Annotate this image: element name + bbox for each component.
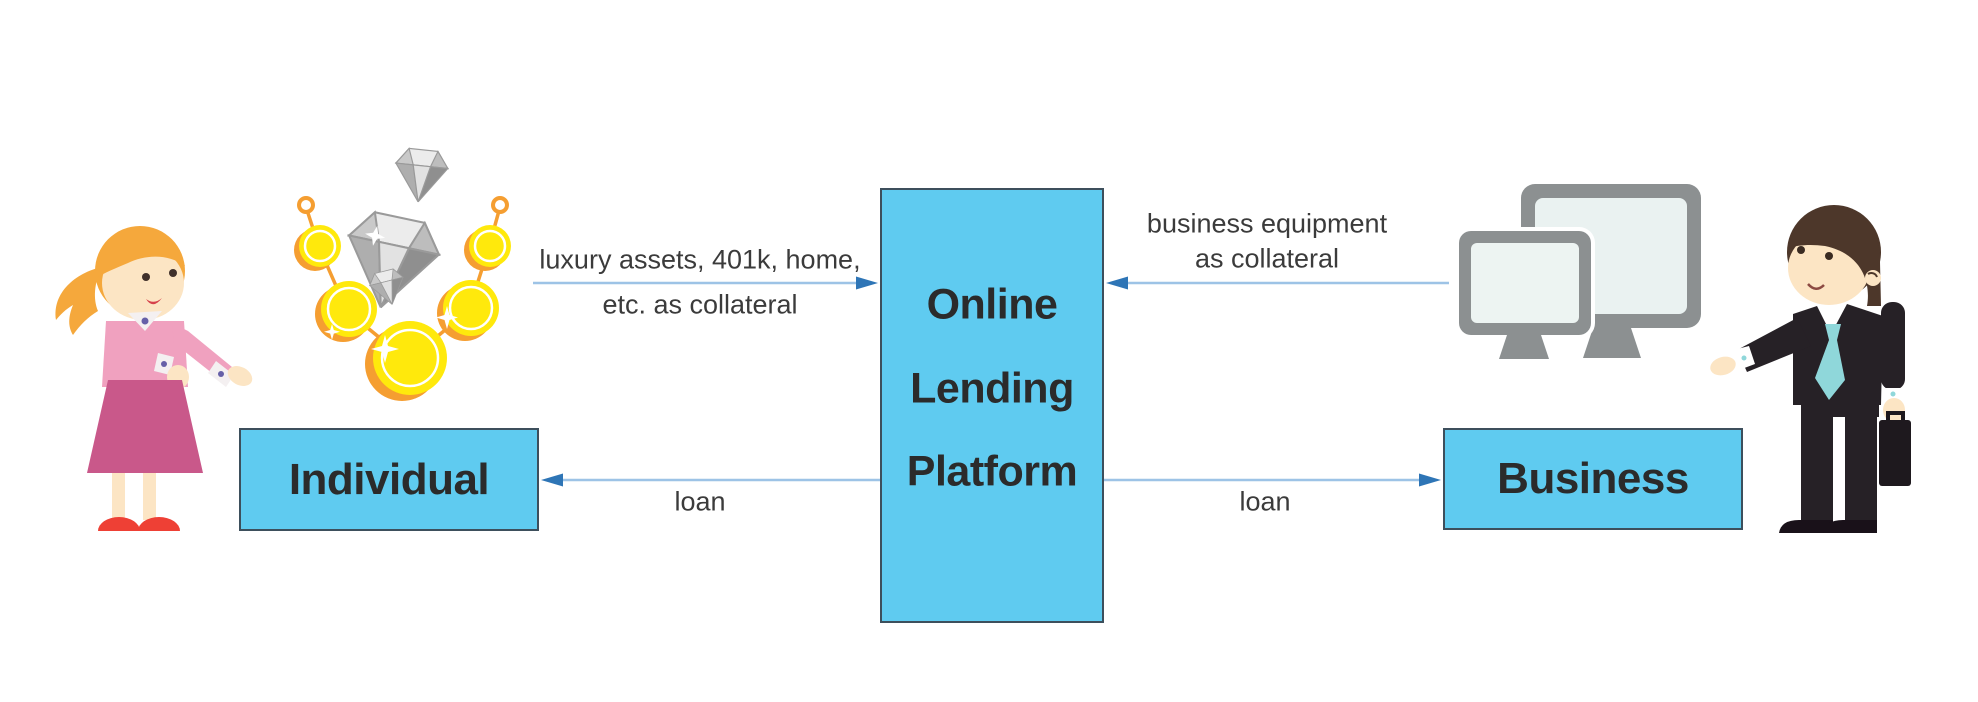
woman-illustration	[55, 226, 253, 531]
woman-eye-left	[142, 273, 150, 281]
node-platform-line3: Platform	[906, 447, 1078, 496]
computer-monitors-icon	[1455, 184, 1701, 359]
woman-mouth	[146, 298, 162, 305]
edge-label-business-collateral-line1: business equipment	[1146, 208, 1388, 239]
man-head	[1787, 205, 1881, 306]
woman-legs	[98, 473, 180, 531]
man-body	[1710, 302, 1905, 422]
edge-label-loan-to-business: loan	[1239, 486, 1291, 517]
node-platform-line1: Online	[926, 280, 1058, 329]
edge-label-business-collateral-line2: as collateral	[1194, 243, 1340, 274]
woman-shoe-left	[98, 517, 140, 531]
woman-head	[95, 226, 185, 320]
node-business-label: Business	[1497, 454, 1689, 503]
loan-arrow-platform-to-individual	[541, 473, 880, 487]
woman-shoe-right	[138, 517, 180, 531]
woman-body	[102, 311, 253, 389]
man-shoe-right	[1823, 520, 1877, 533]
woman-ponytail	[55, 267, 102, 335]
man-eye-left	[1797, 246, 1805, 254]
man-legs	[1779, 403, 1879, 533]
node-individual: Individual	[239, 428, 539, 531]
diamonds	[346, 147, 450, 309]
necklace-coins	[294, 225, 511, 401]
collateral-arrow-individual-to-platform	[533, 276, 878, 290]
node-platform-line2: Lending	[910, 364, 1074, 413]
edge-label-individual-collateral-line2: etc. as collateral	[602, 289, 798, 320]
man-shoe-left	[1779, 520, 1833, 533]
collateral-arrow-business-to-platform	[1106, 276, 1449, 290]
node-platform: Online Lending Platform	[880, 188, 1104, 623]
loan-arrow-platform-to-business	[1104, 473, 1441, 487]
man-eye-right	[1825, 252, 1833, 260]
man-mouth	[1807, 283, 1825, 290]
monitor-small	[1455, 227, 1595, 359]
woman-eye-right	[169, 269, 177, 277]
node-individual-label: Individual	[288, 454, 490, 504]
woman-skirt	[87, 380, 203, 473]
edge-label-loan-to-individual: loan	[674, 486, 726, 517]
jewelry-coins-diamonds-icon	[294, 147, 511, 401]
edge-label-individual-collateral-line1: luxury assets, 401k, home,	[539, 244, 861, 275]
man-briefcase	[1879, 411, 1911, 486]
node-business: Business	[1443, 428, 1743, 530]
businessman-illustration	[1710, 205, 1911, 533]
